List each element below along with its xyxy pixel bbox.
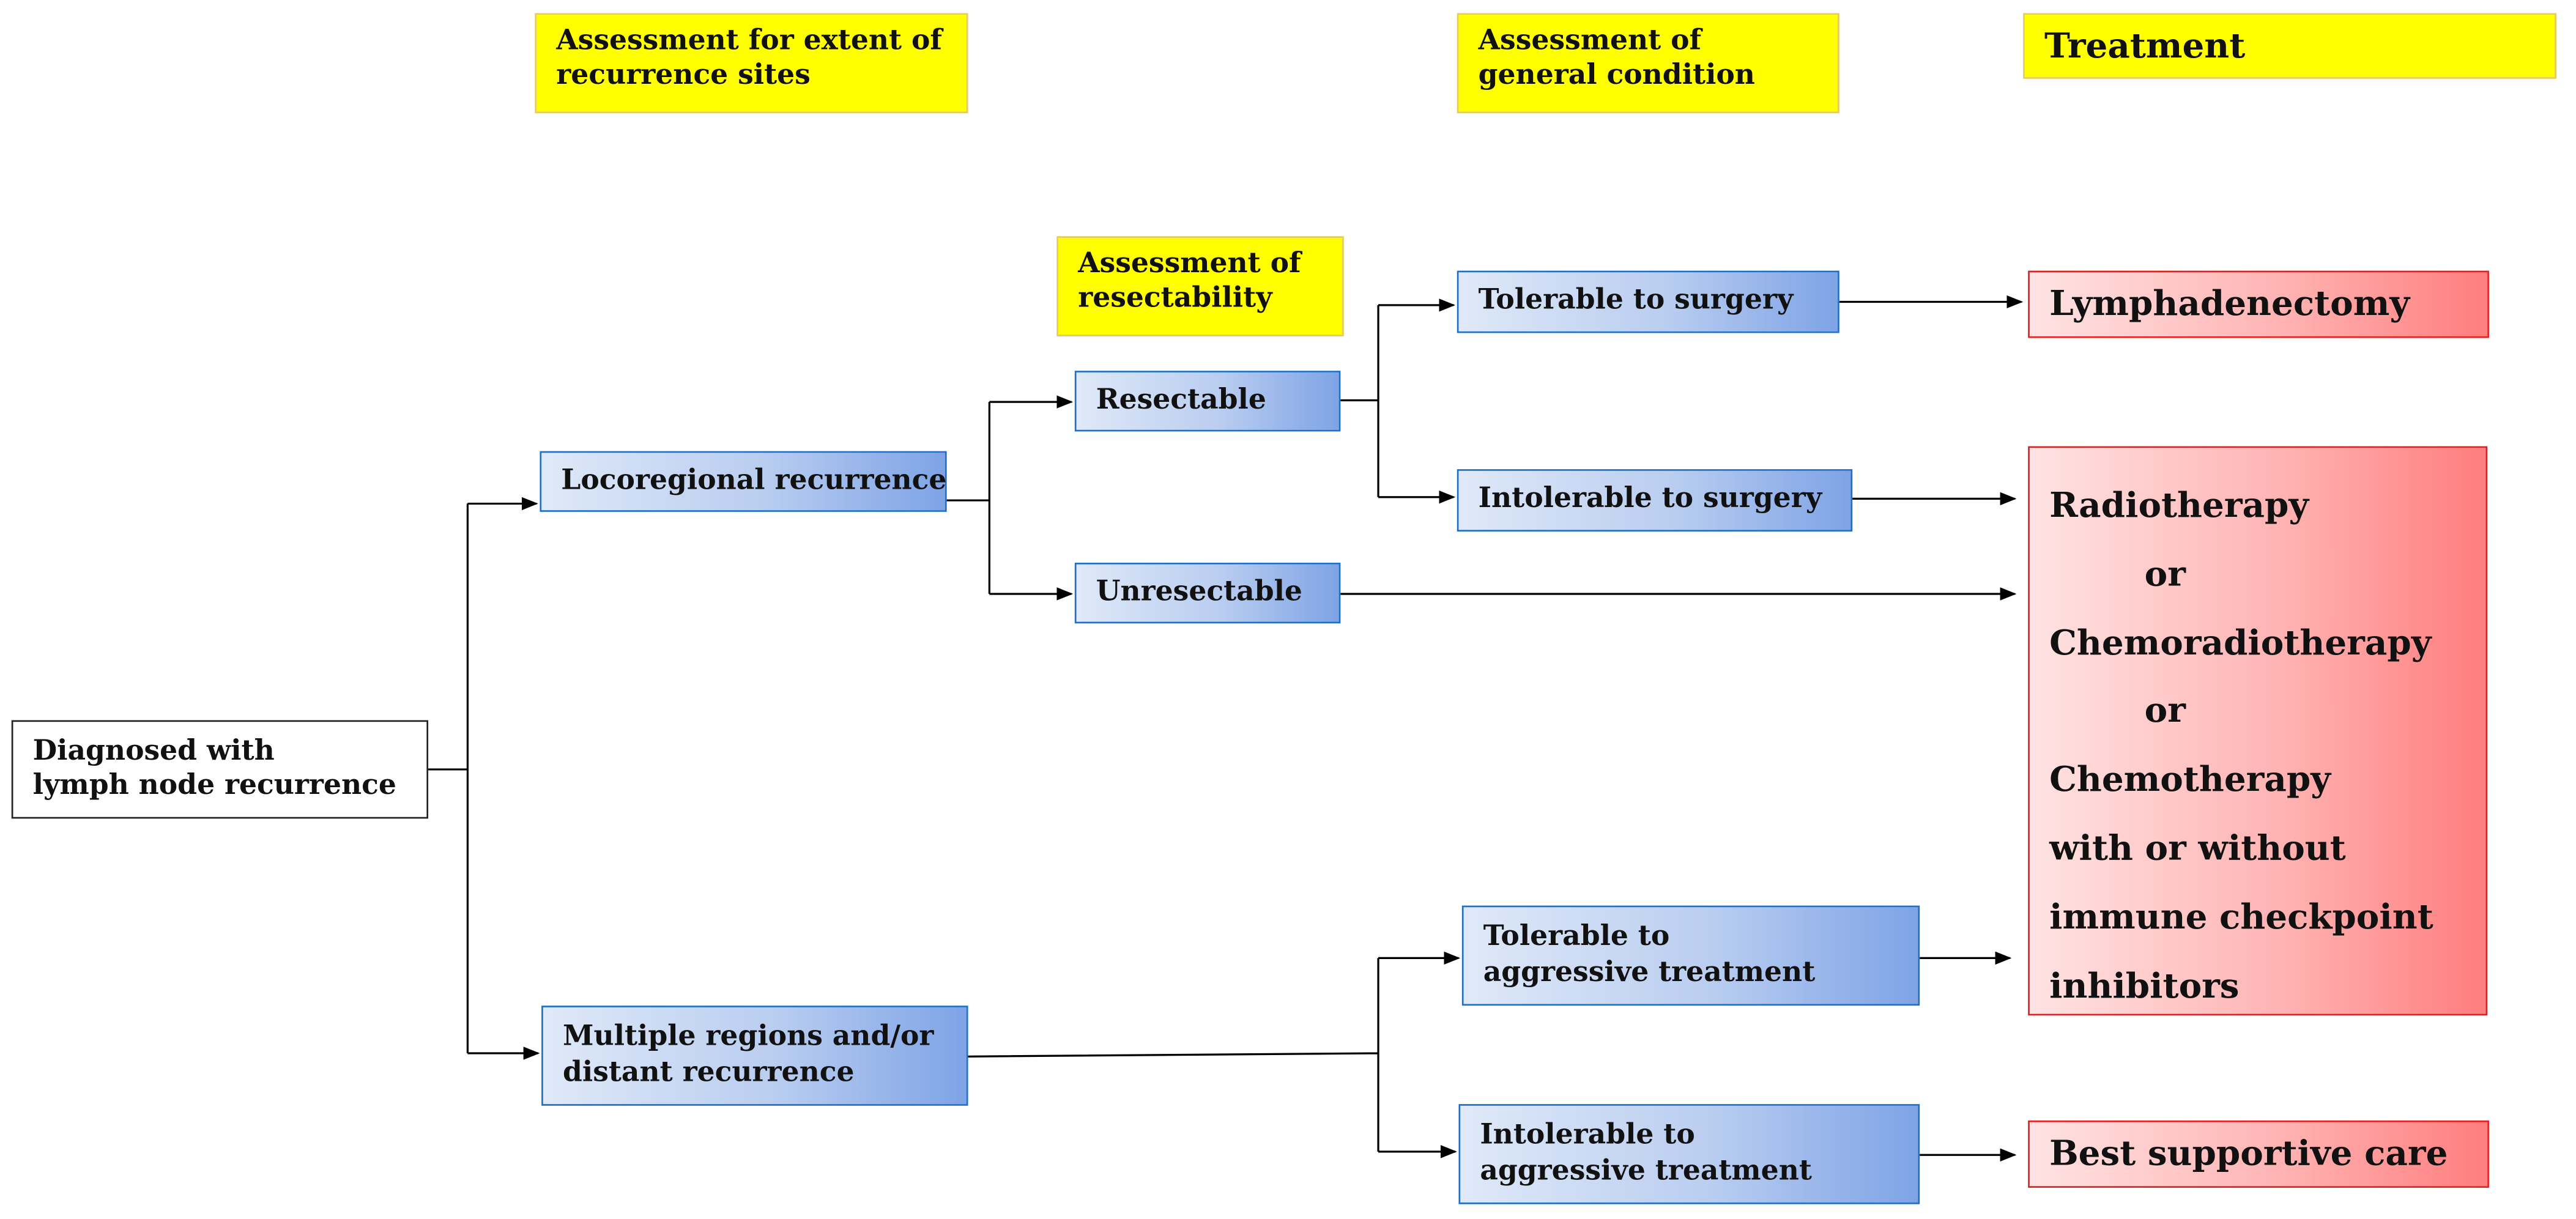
treatment-supportive-label: Best supportive care (2049, 1132, 2448, 1174)
node-tolerable-surgery-label: Tolerable to surgery (1478, 284, 1794, 317)
header-general-line-1: Assessment of (1478, 24, 1702, 57)
node-diagnosed-line-2: lymph node recurrence (32, 769, 396, 802)
node-unresectable: Unresectable (1074, 562, 1341, 624)
node-diagnosed-line-1: Diagnosed with (32, 734, 275, 768)
header-resectability: Assessment of resectability (1056, 236, 1344, 336)
node-intolerable-aggressive-line-2: aggressive treatment (1480, 1154, 1812, 1187)
header-treatment-label: Treatment (2044, 24, 2246, 65)
node-resectable: Resectable (1074, 371, 1341, 432)
node-multiple-regions: Multiple regions and/or distant recurren… (541, 1006, 968, 1106)
header-extent: Assessment for extent of recurrence site… (535, 13, 968, 114)
node-diagnosed: Diagnosed with lymph node recurrence (11, 720, 429, 819)
node-resectable-label: Resectable (1096, 383, 1266, 417)
treatment-radiotherapy-group: Radiotherapy or Chemoradiotherapy or Che… (2028, 446, 2488, 1016)
connector-multiple-split (968, 958, 1379, 1152)
connector-resectable-split (1340, 305, 1379, 497)
header-resectability-line-2: resectability (1078, 283, 1272, 316)
connector-diagnosed-split (428, 503, 469, 1053)
node-locoregional: Locoregional recurrence (540, 451, 947, 512)
node-intolerable-aggressive-line-1: Intolerable to (1480, 1119, 1695, 1152)
node-tolerable-aggressive-line-1: Tolerable to (1483, 921, 1670, 954)
treatment-radio-line-7: immune checkpoint (2049, 895, 2433, 936)
node-tolerable-surgery: Tolerable to surgery (1457, 270, 1839, 333)
treatment-lymphadenectomy: Lymphadenectomy (2028, 270, 2489, 338)
node-unresectable-label: Unresectable (1096, 576, 1302, 609)
node-locoregional-label: Locoregional recurrence (561, 464, 947, 497)
node-multiple-line-1: Multiple regions and/or (562, 1020, 934, 1054)
treatment-radio-line-5: Chemotherapy (2049, 758, 2331, 799)
header-extent-line-1: Assessment for extent of (556, 24, 943, 57)
node-intolerable-surgery-label: Intolerable to surgery (1478, 483, 1822, 516)
treatment-radio-line-8: inhibitors (2049, 964, 2240, 1006)
treatment-radio-line-2: or (2144, 552, 2186, 594)
treatment-radio-line-1: Radiotherapy (2049, 484, 2309, 525)
treatment-radio-line-6: with or without (2049, 826, 2346, 868)
header-extent-line-2: recurrence sites (556, 59, 811, 92)
treatment-best-supportive-care: Best supportive care (2028, 1120, 2489, 1188)
node-tolerable-aggressive: Tolerable to aggressive treatment (1461, 905, 1920, 1006)
treatment-radio-line-3: Chemoradiotherapy (2049, 621, 2432, 662)
header-general-condition: Assessment of general condition (1457, 13, 1839, 114)
node-intolerable-aggressive: Intolerable to aggressive treatment (1458, 1104, 1920, 1204)
node-multiple-line-2: distant recurrence (562, 1055, 855, 1089)
node-tolerable-aggressive-line-2: aggressive treatment (1483, 955, 1816, 989)
node-intolerable-surgery: Intolerable to surgery (1457, 469, 1853, 532)
treatment-radio-line-4: or (2144, 689, 2186, 731)
treatment-lymphadenectomy-label: Lymphadenectomy (2049, 283, 2410, 324)
header-resectability-line-1: Assessment of (1078, 248, 1301, 281)
connector-locoregional-split (946, 402, 990, 594)
header-treatment: Treatment (2023, 13, 2556, 79)
header-general-line-2: general condition (1478, 59, 1755, 92)
